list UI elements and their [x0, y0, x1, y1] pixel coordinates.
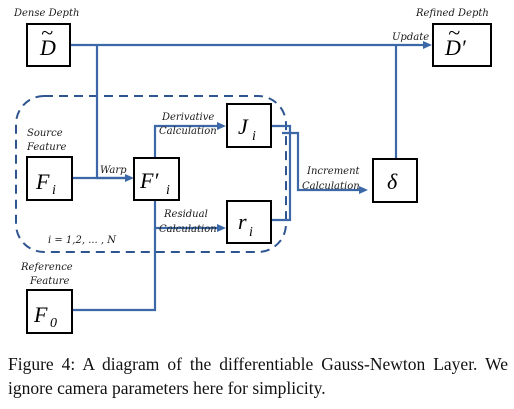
reference-feature-symbol: F	[33, 302, 48, 327]
increment-label-line2: Calculation	[302, 181, 360, 192]
warped-feature-subscript: i	[166, 183, 170, 198]
iteration-loop-region	[15, 95, 287, 253]
loop-index-label: i = 1,2, ... , N	[48, 235, 117, 246]
refined-depth-label: Refined Depth	[415, 8, 489, 19]
reference-feature-box	[26, 289, 73, 334]
source-feature-box	[26, 156, 73, 201]
source-feature-subscript: i	[52, 183, 56, 198]
warp-label: Warp	[100, 165, 127, 176]
derivative-label-line2: Calculation	[159, 126, 217, 137]
jacobian-subscript: i	[252, 129, 256, 144]
refined-depth-tilde: ~	[448, 20, 460, 45]
residual-symbol: r	[238, 209, 247, 234]
dense-depth-label: Dense Depth	[13, 8, 79, 19]
dense-depth-symbol: D	[39, 35, 56, 60]
reference-feature-subscript: 0	[50, 316, 57, 331]
refined-depth-box	[432, 23, 492, 67]
residual-box	[226, 200, 272, 244]
source-feature-symbol: F	[35, 169, 50, 194]
flow-lines	[70, 41, 432, 312]
update-label: Update	[392, 32, 429, 43]
jacobian-symbol: J	[238, 114, 249, 139]
gauss-newton-diagram: ~ D ~ D′ F i F′ i J i r i δ F 0 Dense De…	[13, 8, 492, 334]
jacobian-box	[226, 103, 272, 148]
refined-depth-symbol: D′	[444, 35, 467, 60]
increment-symbol: δ	[387, 169, 398, 194]
warped-feature-box	[133, 157, 180, 201]
residual-subscript: i	[249, 225, 253, 240]
dense-depth-box	[26, 23, 71, 67]
reference-feature-label-line1: Reference	[20, 262, 73, 273]
figure-caption: Figure 4: A diagram of the differentiabl…	[8, 354, 508, 398]
residual-label-line2: Calculation	[159, 224, 217, 235]
reference-feature-label-line2: Feature	[29, 276, 70, 287]
residual-label-line1: Residual	[163, 209, 208, 220]
increment-label-line1: Increment	[306, 166, 361, 177]
source-feature-label-line2: Feature	[26, 142, 67, 153]
source-feature-label-line1: Source	[27, 128, 63, 139]
dense-depth-tilde: ~	[41, 20, 53, 45]
derivative-label-line1: Derivative	[161, 112, 214, 123]
warped-feature-symbol: F′	[139, 168, 159, 193]
increment-box	[372, 158, 418, 203]
